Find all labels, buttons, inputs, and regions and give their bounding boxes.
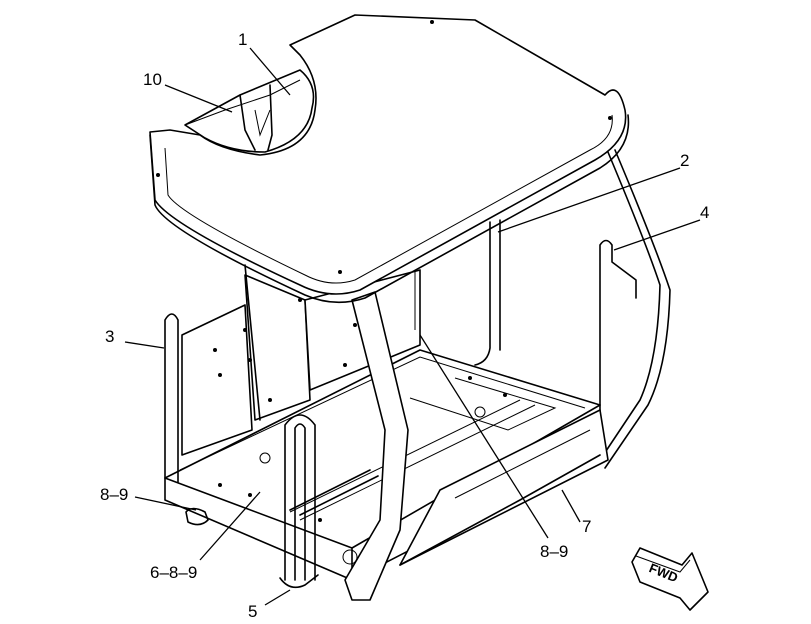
callout-8-9-left: 8–9 (100, 485, 128, 504)
callout-3: 3 (105, 327, 114, 346)
front-pillar (344, 291, 409, 601)
callout-1: 1 (238, 30, 247, 49)
forward-arrow-icon: FWD (631, 547, 709, 611)
callout-2: 2 (680, 151, 689, 170)
callout-labels: 1 10 2 4 3 8–9 6–8–9 5 8–9 7 (100, 30, 709, 621)
grab-handle-left (164, 313, 179, 483)
callout-8-9-right: 8–9 (540, 542, 568, 561)
grab-handle-right (599, 239, 637, 406)
callout-6-8-9: 6–8–9 (150, 563, 197, 582)
callout-5: 5 (248, 602, 257, 621)
callout-4: 4 (700, 203, 709, 222)
callout-10: 10 (143, 70, 162, 89)
roof-cutaway-detail (184, 69, 315, 153)
rear-posts (244, 219, 501, 421)
left-side-panel (181, 274, 311, 456)
right-side-frame (399, 144, 671, 566)
callout-7: 7 (582, 517, 591, 536)
leader-lines (124, 47, 701, 606)
cab-roof (149, 14, 630, 304)
grab-handle-front (279, 414, 319, 589)
